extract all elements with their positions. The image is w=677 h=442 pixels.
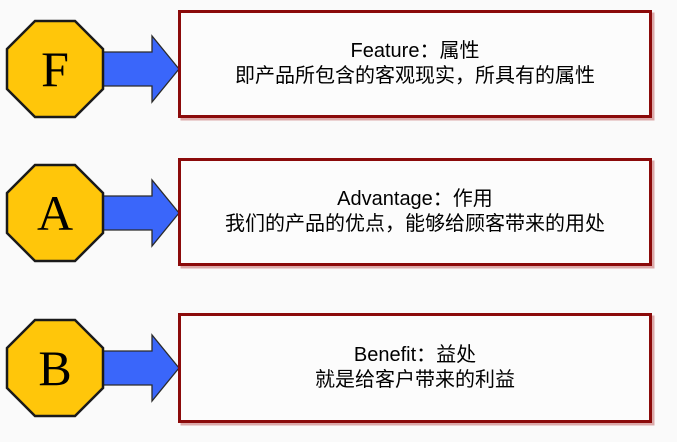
arrow-right-icon <box>97 34 180 104</box>
benefit-box: Benefit：益处 就是给客户带来的利益 <box>178 313 652 423</box>
octagon-shape <box>5 318 105 418</box>
advantage-octagon-arrow-graphic: A <box>5 163 180 263</box>
feature-box: Feature：属性 即产品所包含的客观现实，所具有的属性 <box>178 10 652 118</box>
octagon-letter: B <box>38 340 71 396</box>
arrow-right-icon <box>97 178 180 248</box>
advantage-box: Advantage：作用 我们的产品的优点，能够给顾客带来的用处 <box>178 158 652 266</box>
box-title: Benefit：益处 <box>353 344 477 366</box>
octagon-shape <box>5 163 105 263</box>
octagon-letter: F <box>41 41 69 97</box>
octagon-shape <box>5 19 105 119</box>
box-title: Advantage：作用 <box>337 188 493 210</box>
box-description: 即产品所包含的客观现实，所具有的属性 <box>235 65 595 87</box>
box-description: 我们的产品的优点，能够给顾客带来的用处 <box>225 213 605 235</box>
arrow-right-icon <box>97 333 180 403</box>
box-description: 就是给客户带来的利益 <box>315 369 515 391</box>
box-title: Feature：属性 <box>350 40 480 62</box>
benefit-octagon-arrow-graphic: B <box>5 318 180 418</box>
feature-octagon-arrow-graphic: F <box>5 19 180 119</box>
octagon-letter: A <box>37 185 73 241</box>
